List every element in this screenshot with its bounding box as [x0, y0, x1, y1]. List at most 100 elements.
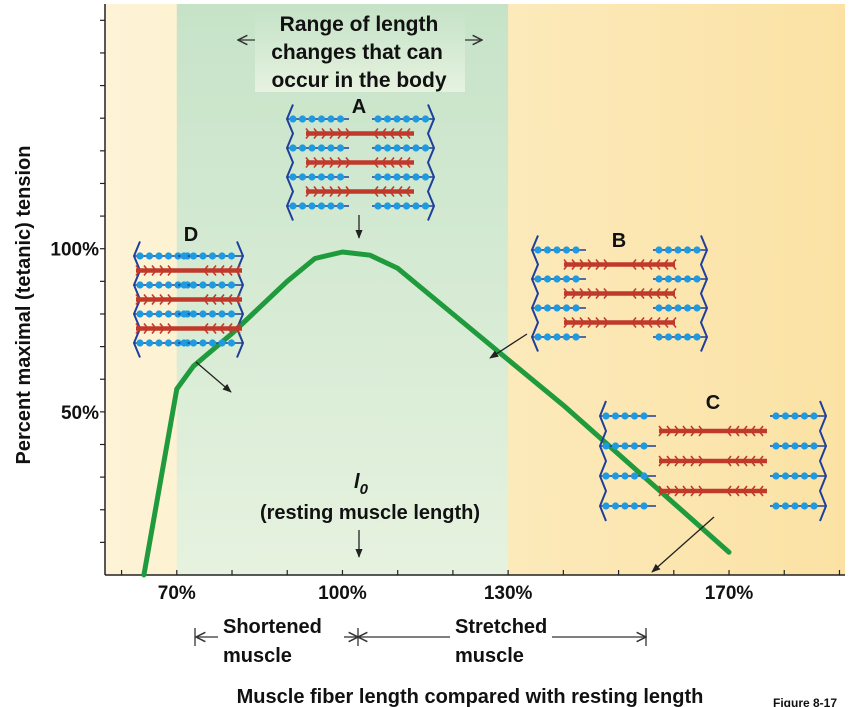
actin-bead	[772, 502, 780, 510]
x-tick-label: 70%	[158, 583, 196, 604]
actin-bead	[562, 304, 571, 312]
actin-bead	[781, 502, 790, 510]
actin-bead	[374, 144, 382, 152]
actin-bead	[683, 304, 692, 312]
myosin-heads	[305, 157, 411, 168]
actin-bead	[421, 115, 430, 123]
svg-text:l0: l0	[354, 471, 369, 498]
actin-bead	[693, 275, 701, 283]
x-tick-label: 170%	[705, 583, 754, 604]
actin-bead	[145, 310, 154, 318]
actin-bead	[393, 144, 401, 152]
actin-bead	[412, 115, 420, 123]
actin-bead	[199, 310, 207, 318]
actin-bead	[327, 173, 335, 181]
actin-bead	[421, 144, 430, 152]
actin-bead	[180, 310, 188, 318]
actin-bead	[208, 281, 217, 289]
myosin-heads	[563, 288, 677, 299]
myosin-heads	[563, 317, 677, 328]
actin-bead	[810, 442, 818, 450]
actin-bead	[145, 339, 154, 347]
actin-bead	[208, 252, 217, 260]
actin-bead	[693, 333, 701, 341]
actin-bead	[562, 333, 571, 341]
actin-bead	[208, 310, 217, 318]
z-line	[530, 235, 540, 352]
actin-bead	[336, 173, 345, 181]
sarcomere-label-a: A	[352, 96, 366, 118]
z-line	[285, 104, 295, 221]
actin-bead	[543, 246, 552, 254]
actin-bead	[145, 252, 154, 260]
actin-bead	[543, 333, 552, 341]
actin-bead	[308, 202, 316, 210]
actin-bead	[683, 333, 692, 341]
actin-bead	[317, 202, 326, 210]
actin-bead	[327, 115, 335, 123]
actin-bead	[664, 246, 673, 254]
actin-bead	[227, 252, 236, 260]
actin-bead	[317, 173, 326, 181]
actin-bead	[664, 304, 673, 312]
actin-bead	[189, 281, 198, 289]
actin-bead	[800, 412, 809, 420]
sarcomere-c	[598, 400, 828, 522]
actin-bead	[553, 304, 561, 312]
actin-bead	[155, 310, 163, 318]
actin-bead	[562, 246, 571, 254]
actin-bead	[674, 304, 682, 312]
actin-bead	[374, 202, 382, 210]
actin-bead	[336, 202, 345, 210]
range-label-bg	[255, 10, 465, 92]
sarcomere-label-d: D	[184, 224, 198, 246]
actin-bead	[630, 472, 639, 480]
myosin-heads	[563, 259, 677, 270]
pointer-arrow-b	[489, 333, 528, 359]
actin-bead	[630, 412, 639, 420]
sarcomere-label-c: C	[706, 392, 720, 414]
actin-bead	[336, 144, 345, 152]
z-line	[699, 235, 709, 352]
myosin-heads	[305, 128, 411, 139]
myosin-heads	[658, 455, 764, 467]
actin-bead	[327, 144, 335, 152]
actin-bead	[402, 173, 411, 181]
actin-bead	[298, 202, 307, 210]
shortened-label-2: muscle	[223, 645, 292, 667]
actin-bead	[136, 339, 144, 347]
actin-bead	[308, 144, 316, 152]
x-axis-label: Muscle fiber length compared with restin…	[237, 686, 704, 707]
actin-bead	[189, 339, 198, 347]
actin-bead	[640, 442, 648, 450]
actin-bead	[781, 442, 790, 450]
actin-bead	[781, 472, 790, 480]
actin-bead	[602, 442, 610, 450]
sarcomere-diagrams	[132, 104, 828, 522]
actin-bead	[289, 173, 297, 181]
actin-bead	[199, 281, 207, 289]
actin-bead	[180, 252, 188, 260]
actin-bead	[298, 173, 307, 181]
actin-bead	[800, 442, 809, 450]
actin-bead	[383, 173, 392, 181]
actin-bead	[164, 281, 173, 289]
actin-bead	[810, 412, 818, 420]
actin-bead	[543, 275, 552, 283]
actin-bead	[199, 339, 207, 347]
actin-bead	[383, 115, 392, 123]
actin-bead	[298, 115, 307, 123]
actin-bead	[772, 412, 780, 420]
actin-bead	[602, 472, 610, 480]
actin-bead	[534, 333, 542, 341]
actin-bead	[640, 502, 648, 510]
actin-bead	[674, 246, 682, 254]
actin-bead	[227, 339, 236, 347]
y-axis-label: Percent maximal (tetanic) tension	[13, 146, 35, 465]
actin-bead	[136, 310, 144, 318]
actin-bead	[621, 442, 629, 450]
actin-bead	[136, 252, 144, 260]
actin-bead	[402, 115, 411, 123]
myosin-heads	[305, 186, 411, 197]
figure-label: Figure 8-17	[773, 696, 837, 707]
